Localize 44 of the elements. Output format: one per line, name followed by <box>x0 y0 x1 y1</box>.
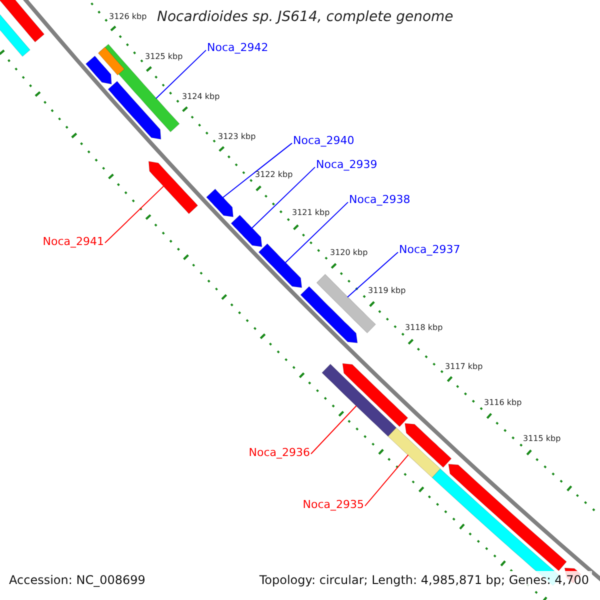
leader-line <box>156 50 206 99</box>
scale-label: 3115 kbp <box>523 434 561 444</box>
gene-segment <box>388 427 441 478</box>
scale-label: 3125 kbp <box>145 52 183 62</box>
gene-label: Noca_2940 <box>293 134 354 148</box>
gene-pointed-segment <box>0 0 45 42</box>
map-title: Nocardioides sp. JS614, complete genome <box>157 9 454 26</box>
scale-label: 3120 kbp <box>330 248 368 258</box>
leader-line <box>310 405 357 454</box>
gene-label: Noca_2935 <box>302 498 364 512</box>
scale-label: 3116 kbp <box>484 398 522 408</box>
gene-pointed-segment <box>206 188 234 218</box>
gene-label: Noca_2939 <box>316 158 378 172</box>
scale-label: 3119 kbp <box>368 286 406 296</box>
gene-pointed-segment <box>148 161 198 214</box>
gene-label: Noca_2942 <box>207 41 268 54</box>
scale-label: 3126 kbp <box>109 12 147 22</box>
gene-pointed-segment <box>108 80 162 140</box>
gene-pointed-segment <box>342 363 408 428</box>
gene-pointed-segment <box>448 464 567 572</box>
gene-label: Noca_2941 <box>42 235 104 248</box>
gene-segment <box>322 364 397 437</box>
accession-text: Accession: NC_008699 <box>9 573 146 588</box>
scale-label: 3124 kbp <box>182 92 220 102</box>
scale-label: 3123 kbp <box>218 132 256 142</box>
scale-label: 3118 kbp <box>405 323 443 333</box>
gene-pointed-segment <box>230 214 262 248</box>
gene-pointed-segment <box>404 423 452 468</box>
genome-info-text: Topology: circular; Length: 4,985,871 bp; Genes: 4,700 <box>256 571 592 590</box>
leader-line <box>364 454 409 506</box>
scale-label: 3121 kbp <box>292 208 330 218</box>
leader-line <box>284 202 348 264</box>
gene-label: Noca_2936 <box>248 446 310 460</box>
gene-label: Noca_2937 <box>399 243 460 256</box>
gene-pointed-segment <box>85 56 112 84</box>
gene-label: Noca_2938 <box>349 193 410 206</box>
scale-label: 3122 kbp <box>255 170 293 180</box>
leader-line <box>347 252 398 298</box>
leader-line <box>222 142 292 198</box>
gene-pointed-segment <box>300 286 358 344</box>
gene-pointed-segment <box>258 243 302 288</box>
scale-label: 3117 kbp <box>445 362 483 372</box>
leader-line <box>104 186 164 244</box>
leader-line <box>252 166 316 228</box>
